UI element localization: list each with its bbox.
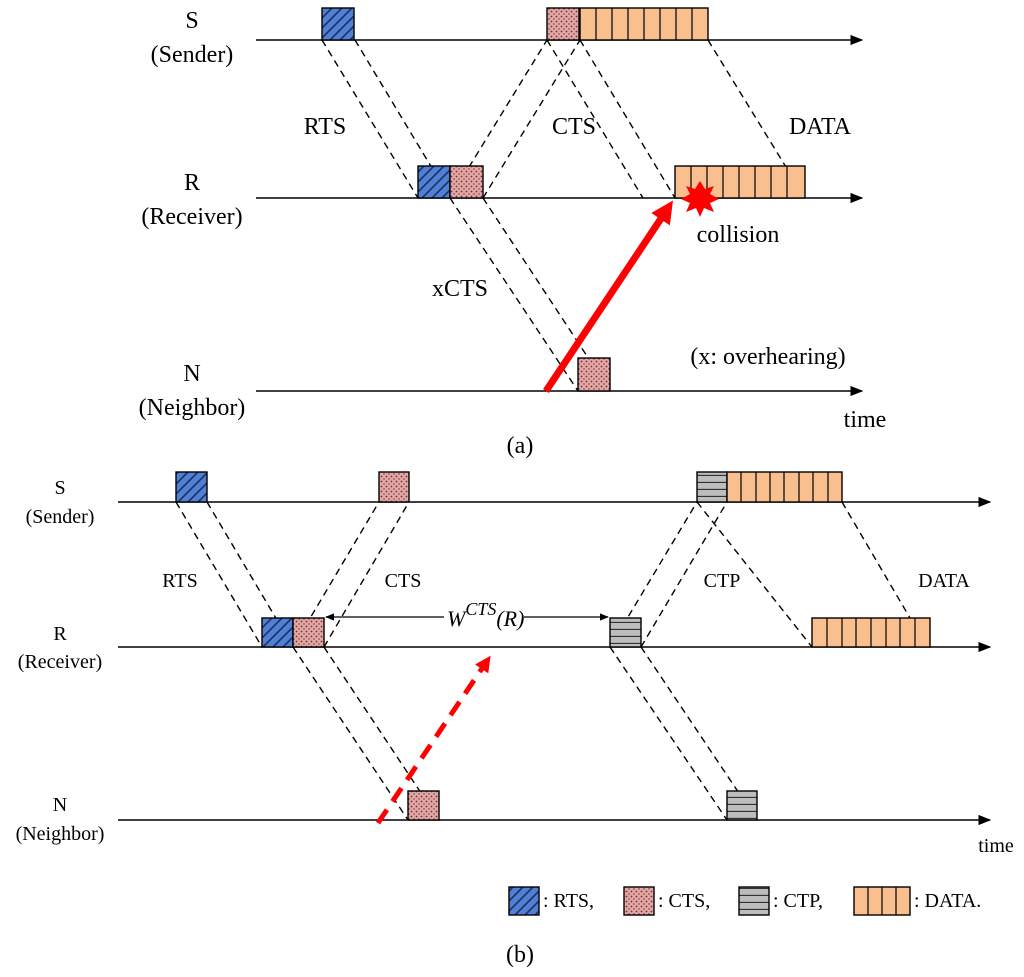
collision-arrow xyxy=(543,200,673,393)
rts-label-b: RTS xyxy=(162,570,197,592)
xcts-frame-neighbor xyxy=(577,357,611,392)
cts-frame-receiver-b xyxy=(292,617,325,648)
neighbor-name-label: N xyxy=(183,361,200,387)
caption-a: (a) xyxy=(507,433,534,459)
legend-data-icon xyxy=(853,886,911,916)
data-frame-sender xyxy=(579,7,709,41)
blocked-transmission-arrow xyxy=(375,655,491,825)
legend-rts-label: : RTS, xyxy=(543,890,594,912)
data-frame-sender-b xyxy=(726,471,843,503)
data-label-a: DATA xyxy=(789,114,852,140)
cts-frame-receiver xyxy=(449,165,484,199)
panel-a: S (Sender) R (Receiver) N (Neighbor) xyxy=(139,7,887,459)
legend-data-label: : DATA. xyxy=(914,890,981,912)
sender-role-label-b: (Sender) xyxy=(26,506,95,528)
legend-ctp-icon xyxy=(738,886,770,916)
rts-frame-receiver xyxy=(417,165,451,199)
propagation-lines-a xyxy=(321,39,806,392)
sender-role-label: (Sender) xyxy=(151,42,234,68)
cts-label-a: CTS xyxy=(552,114,596,140)
ctp-frame-sender-b xyxy=(696,471,728,503)
cts-label-b: CTS xyxy=(385,570,422,592)
collision-label: collision xyxy=(697,222,780,248)
rts-frame-sender-b xyxy=(175,471,208,503)
ctp-label-b: CTP xyxy=(704,570,741,592)
receiver-name-label: R xyxy=(184,170,200,196)
neighbor-role-label: (Neighbor) xyxy=(139,395,246,421)
panel-b: S (Sender) R (Receiver) N (Neighbor) xyxy=(16,471,1014,968)
sender-name-label: S xyxy=(185,8,198,34)
cts-frame-sender xyxy=(546,7,580,41)
legend: : RTS, : CTS, : CTP, : DATA. xyxy=(508,886,981,916)
data-frame-receiver-b xyxy=(811,617,931,648)
time-label-a: time xyxy=(844,407,887,433)
ctp-frame-neighbor-b xyxy=(726,790,758,821)
legend-ctp-label: : CTP, xyxy=(773,890,823,912)
cts-frame-sender-b xyxy=(378,471,410,503)
cts-frame-neighbor-b xyxy=(407,790,440,821)
xcts-label: xCTS xyxy=(432,276,488,302)
receiver-name-label-b: R xyxy=(53,623,67,645)
neighbor-role-label-b: (Neighbor) xyxy=(16,823,105,845)
caption-b: (b) xyxy=(506,942,534,968)
legend-cts-icon xyxy=(623,886,655,916)
sender-name-label-b: S xyxy=(54,477,65,499)
legend-rts-icon xyxy=(508,886,540,916)
time-label-b: time xyxy=(978,835,1014,857)
receiver-role-label-b: (Receiver) xyxy=(18,651,102,673)
collision-starburst-icon xyxy=(681,181,719,217)
data-label-b: DATA xyxy=(918,570,970,592)
rts-frame-receiver-b xyxy=(261,617,294,648)
ctp-frame-receiver-b xyxy=(609,617,642,648)
rts-label-a: RTS xyxy=(304,114,347,140)
neighbor-name-label-b: N xyxy=(53,794,67,816)
rts-frame-sender xyxy=(321,7,355,41)
receiver-role-label: (Receiver) xyxy=(141,204,242,230)
overhearing-note: (x: overhearing) xyxy=(690,344,845,370)
propagation-lines-b xyxy=(175,501,911,821)
window-label: WCTS(R) xyxy=(447,599,524,631)
legend-cts-label: : CTS, xyxy=(658,890,710,912)
